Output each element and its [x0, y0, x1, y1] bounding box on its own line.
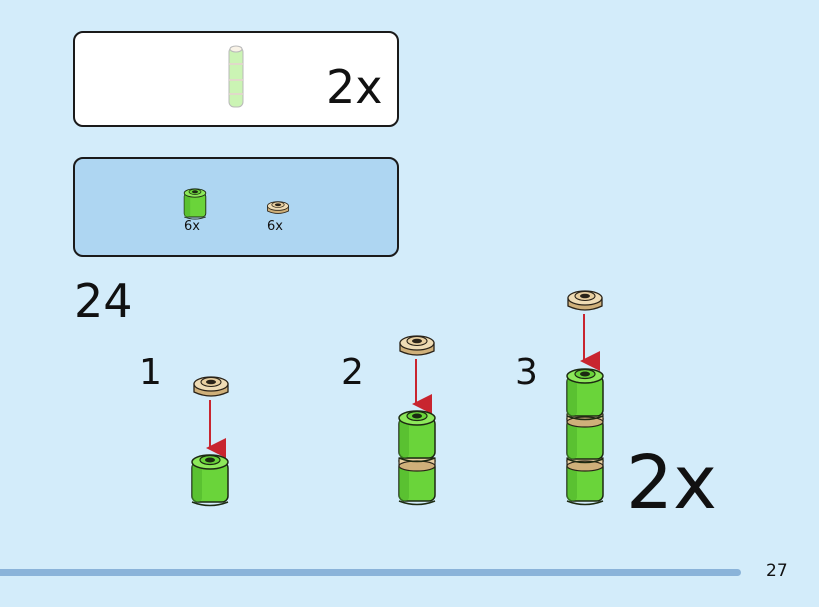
parts-icon-tan-plate — [267, 201, 289, 214]
page-footer-bar — [0, 569, 741, 576]
result-panel — [73, 31, 399, 127]
substep-2-illustration — [398, 335, 436, 506]
substep-1-label: 1 — [139, 352, 162, 393]
substep-2-label: 2 — [341, 352, 364, 393]
substep-3-illustration — [566, 290, 604, 506]
page-number: 27 — [766, 561, 788, 581]
substep-3-label: 3 — [515, 352, 538, 393]
substep-1-illustration — [191, 376, 229, 507]
parts-icon-green-brick — [183, 188, 207, 220]
result-quantity: 2x — [326, 60, 383, 114]
parts-list-panel — [73, 157, 399, 257]
part-count-green-brick: 6x — [184, 219, 200, 234]
part-count-tan-plate: 6x — [267, 219, 283, 234]
result-preview-stack — [228, 45, 244, 108]
step-number: 24 — [74, 274, 133, 328]
build-quantity: 2x — [626, 440, 717, 526]
